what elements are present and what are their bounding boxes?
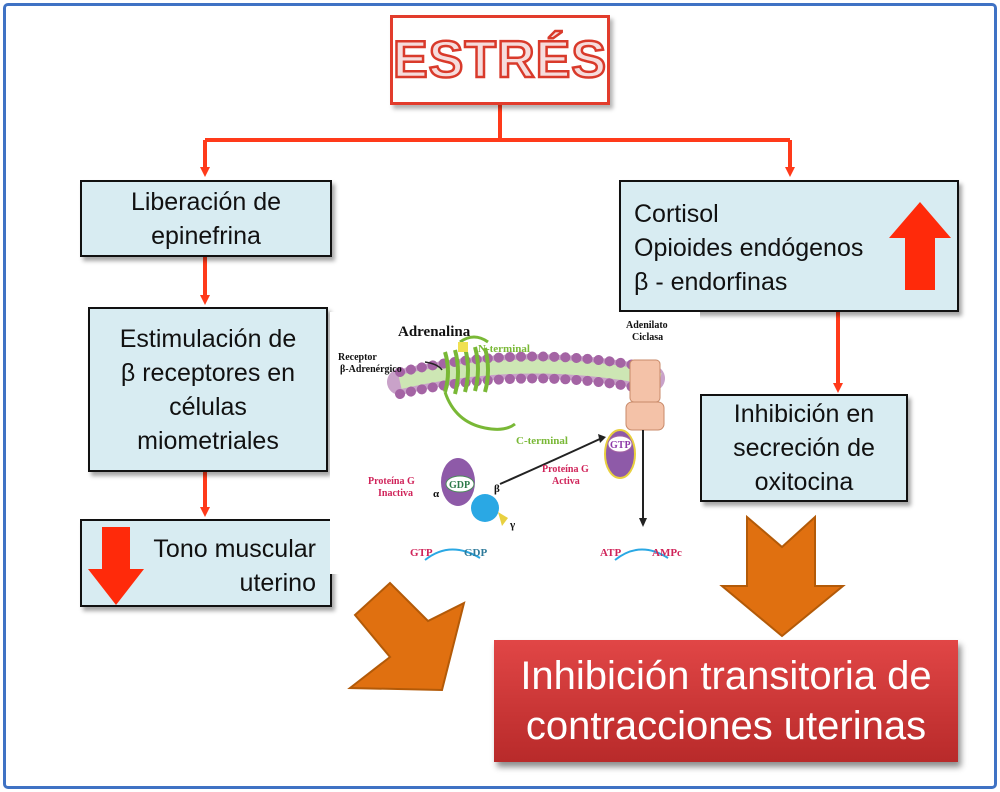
box-text: Tono muscular uterino xyxy=(153,532,316,600)
label-proteina-activa: Activa xyxy=(552,476,580,487)
label-gdp: GDP xyxy=(449,480,470,491)
result-text-line: Inhibición transitoria de xyxy=(520,654,932,698)
result-text-line: contracciones uterinas xyxy=(525,704,927,748)
box-text: Cortisol Opioides endógenos β - endorfin… xyxy=(634,197,863,299)
box-text-line: células xyxy=(169,392,247,421)
label-gtp: GTP xyxy=(610,440,631,451)
g-protein-active xyxy=(604,429,636,479)
label-gamma: γ xyxy=(509,519,515,531)
box-text-line: epinefrina xyxy=(151,221,261,250)
box-liberacion-epinefrina: Liberación de epinefrina xyxy=(80,180,332,257)
box-text-line: β - endorfinas xyxy=(634,268,788,296)
box-inhibicion-oxitocina: Inhibición en secreción de oxitocina xyxy=(700,394,908,502)
adenylate-cyclase xyxy=(625,359,665,527)
result-box: Inhibición transitoria de contracciones … xyxy=(494,640,958,762)
box-text-line: Tono muscular xyxy=(153,535,316,563)
label-beta: β xyxy=(494,483,500,495)
box-cortisol-opioides: Cortisol Opioides endógenos β - endorfin… xyxy=(619,180,959,312)
label-c-terminal: C-terminal xyxy=(516,435,568,447)
box-text-line: β receptores en xyxy=(120,358,296,387)
label-gdp-bottom: GDP xyxy=(464,547,488,559)
label-adenilato: Adenilato xyxy=(626,320,668,331)
label-adrenalina: Adrenalina xyxy=(398,324,471,340)
label-atp: ATP xyxy=(600,547,621,559)
box-text-line: Opioides endógenos xyxy=(634,234,864,262)
label-receptor: β-Adrenérgico xyxy=(340,364,402,375)
label-proteina-inactiva: Inactiva xyxy=(378,488,413,499)
membrane-bilayer xyxy=(387,351,673,399)
box-text-line: secreción de xyxy=(733,434,875,462)
label-gtp-bottom: GTP xyxy=(410,547,433,559)
label-adenilato: Ciclasa xyxy=(632,332,663,343)
box-text-line: uterino xyxy=(239,569,316,597)
label-n-terminal: N-terminal xyxy=(478,343,530,355)
box-text-line: Cortisol xyxy=(634,200,719,228)
label-proteina-activa: Proteína G xyxy=(542,464,589,475)
box-tono-muscular: Tono muscular uterino xyxy=(80,519,332,607)
box-estimulacion-receptores: Estimulación de β receptores en células … xyxy=(88,307,328,472)
down-arrow-icon xyxy=(88,527,144,605)
title-text: ESTRÉS xyxy=(392,30,608,91)
label-receptor: Receptor xyxy=(338,352,377,363)
label-proteina-inactiva: Proteína G xyxy=(368,476,415,487)
big-arrow-left-icon xyxy=(347,581,466,692)
label-alpha: α xyxy=(433,488,440,500)
title-box: ESTRÉS xyxy=(390,15,610,105)
box-text-line: Inhibición en xyxy=(733,400,875,428)
box-text-line: oxitocina xyxy=(754,468,854,496)
beta-receptor xyxy=(443,335,516,431)
up-arrow-icon xyxy=(889,202,951,290)
label-ampc: AMPc xyxy=(652,547,682,559)
receptor-figure: Adrenalina Receptor β-Adrenérgico N-term… xyxy=(330,312,700,574)
g-protein-inactive xyxy=(441,458,508,526)
box-text-line: Estimulación de xyxy=(119,324,297,353)
big-arrow-right-icon xyxy=(719,514,846,638)
box-text-line: Liberación de xyxy=(130,187,282,216)
box-text-line: miometriales xyxy=(137,426,279,455)
